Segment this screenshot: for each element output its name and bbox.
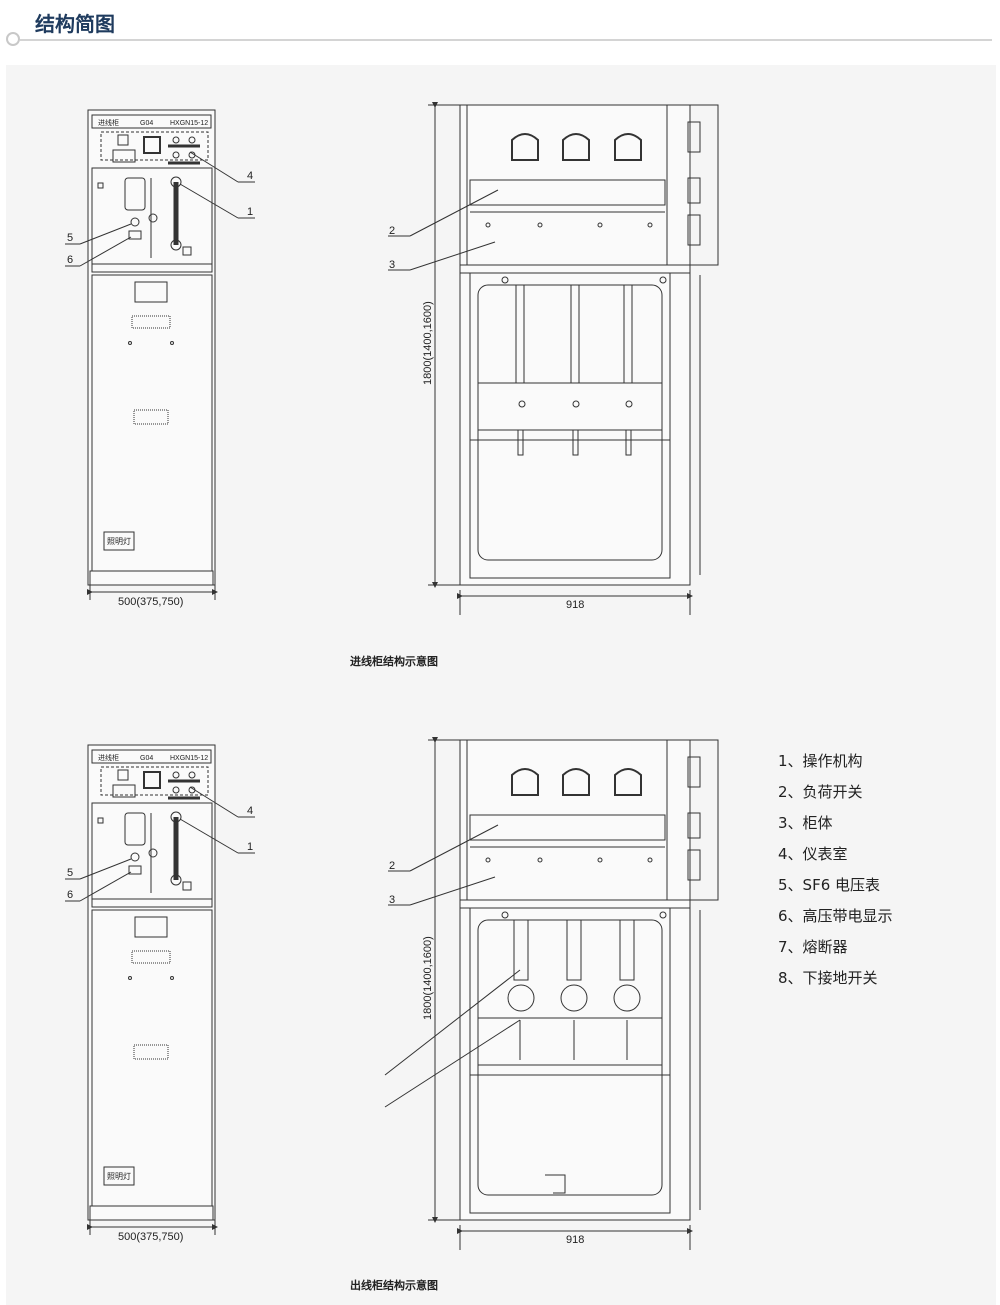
legend-item: 3、柜体 — [778, 814, 833, 832]
legend-item: 2、负荷开关 — [778, 783, 863, 801]
cabinet-name: 进线柜 — [98, 118, 119, 127]
callout-1: 1 — [247, 206, 253, 218]
outgoing-cabinet-diagram: 进线柜 G04 HXGN15-12 照明灯 500(375,750) 4 1 5… — [65, 740, 718, 1250]
incoming-front-view — [65, 110, 255, 600]
front-width-dimension: 500(375,750) — [118, 596, 183, 608]
lamp-label: 照明灯 — [107, 536, 131, 546]
header-circle-icon — [6, 32, 20, 46]
outgoing-labels: 进线柜 G04 HXGN15-12 照明灯 500(375,750) 4 1 5… — [67, 753, 584, 1246]
cabinet-name: 进线柜 — [98, 753, 119, 762]
height-dimension: 1800(1400,1600) — [422, 301, 434, 385]
legend-item: 1、操作机构 — [778, 752, 863, 770]
header-divider — [20, 39, 992, 41]
callout-5: 5 — [67, 232, 73, 244]
incoming-cabinet-diagram: 进线柜 G04 HXGN15-12 照明灯 500(375,750) 4 1 5… — [65, 105, 718, 615]
cabinet-model: HXGN15-12 — [170, 755, 208, 762]
legend-item: 7、熔断器 — [778, 938, 848, 956]
legend: 1、操作机构 2、负荷开关 3、柜体 4、仪表室 5、SF6 电压表 6、高压带… — [778, 750, 893, 998]
fuses — [384, 919, 641, 1194]
legend-item: 6、高压带电显示 — [778, 907, 893, 925]
legend-item: 8、下接地开关 — [778, 969, 878, 987]
depth-dimension: 918 — [566, 1234, 584, 1246]
cabinet-code: G04 — [140, 120, 153, 127]
incoming-labels: 进线柜 G04 HXGN15-12 照明灯 500(375,750) 4 1 5… — [67, 118, 584, 611]
cabinet-code: G04 — [140, 755, 153, 762]
legend-item: 5、SF6 电压表 — [778, 876, 881, 894]
incoming-side-view — [388, 105, 718, 615]
outgoing-front-view — [65, 745, 255, 1235]
callout-2: 2 — [389, 860, 395, 872]
callout-4: 4 — [247, 170, 253, 182]
lamp-label: 照明灯 — [107, 1171, 131, 1181]
legend-item: 4、仪表室 — [778, 845, 848, 863]
callout-6: 6 — [67, 254, 73, 266]
cabinet-model: HXGN15-12 — [170, 120, 208, 127]
depth-dimension: 918 — [566, 599, 584, 611]
callout-5: 5 — [67, 867, 73, 879]
callout-3: 3 — [389, 259, 395, 271]
callout-1: 1 — [247, 841, 253, 853]
outgoing-side-view — [388, 740, 718, 1250]
outgoing-caption: 出线柜结构示意图 — [350, 1279, 438, 1292]
callout-3: 3 — [389, 894, 395, 906]
incoming-busbars — [515, 284, 633, 456]
incoming-caption: 进线柜结构示意图 — [350, 655, 438, 668]
front-width-dimension: 500(375,750) — [118, 1231, 183, 1243]
page-title: 结构简图 — [35, 12, 115, 36]
height-dimension: 1800(1400,1600) — [422, 936, 434, 1020]
callout-2: 2 — [389, 225, 395, 237]
callout-4: 4 — [247, 805, 253, 817]
callout-6: 6 — [67, 889, 73, 901]
